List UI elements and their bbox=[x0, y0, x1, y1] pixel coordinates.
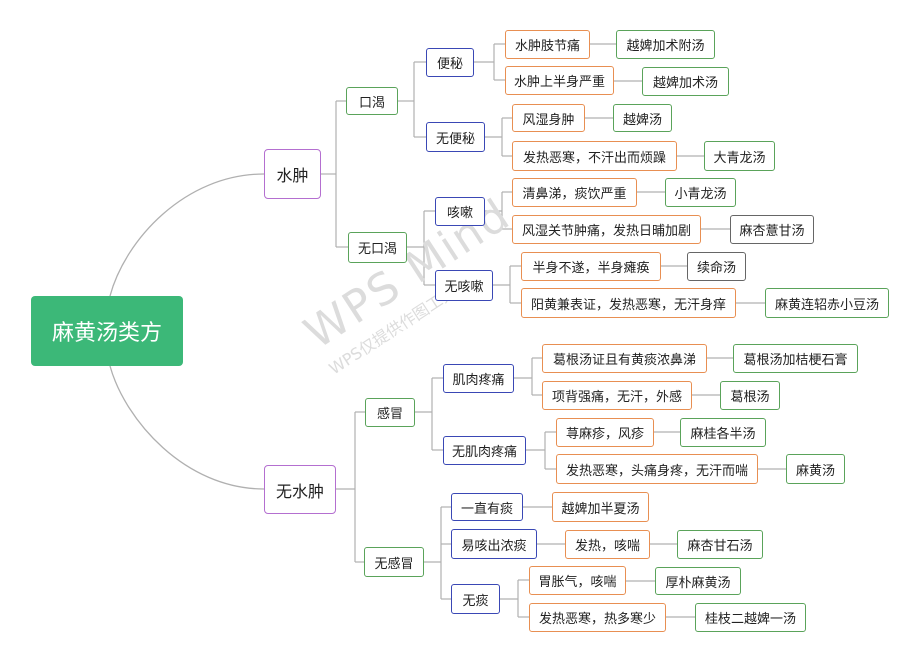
node-no-cough[interactable]: 无咳嗽 bbox=[435, 270, 493, 301]
formula-node[interactable]: 大青龙汤 bbox=[704, 141, 775, 171]
node-muscle-pain[interactable]: 肌肉疼痛 bbox=[443, 364, 514, 393]
symptom-node[interactable]: 项背强痛，无汗，外感 bbox=[542, 381, 692, 410]
formula-node[interactable]: 麻黄汤 bbox=[786, 454, 845, 484]
node-cold[interactable]: 感冒 bbox=[365, 398, 415, 427]
symptom-node[interactable]: 风湿身肿 bbox=[512, 104, 585, 132]
symptom-node[interactable]: 胃胀气，咳喘 bbox=[529, 566, 626, 595]
formula-node[interactable]: 越婢加术附汤 bbox=[616, 30, 715, 59]
symptom-node[interactable]: 发热恶寒，不汗出而烦躁 bbox=[512, 141, 677, 171]
node-no-thirst[interactable]: 无口渴 bbox=[348, 232, 407, 263]
root-node[interactable]: 麻黄汤类方 bbox=[31, 296, 183, 366]
symptom-node[interactable]: 阳黄兼表证，发热恶寒，无汗身痒 bbox=[521, 288, 736, 318]
formula-node[interactable]: 麻桂各半汤 bbox=[680, 418, 766, 447]
formula-node[interactable]: 小青龙汤 bbox=[665, 178, 736, 207]
node-thirst[interactable]: 口渴 bbox=[346, 87, 398, 115]
formula-node[interactable]: 厚朴麻黄汤 bbox=[655, 567, 741, 595]
formula-node[interactable]: 越婢汤 bbox=[613, 104, 672, 132]
symptom-node[interactable]: 风湿关节肿痛，发热日晡加剧 bbox=[512, 215, 701, 244]
symptom-node[interactable]: 葛根汤证且有黄痰浓鼻涕 bbox=[542, 344, 707, 373]
connector-line bbox=[109, 365, 265, 490]
node-persistent-phlegm[interactable]: 一直有痰 bbox=[451, 493, 523, 521]
node-cough[interactable]: 咳嗽 bbox=[435, 197, 485, 226]
node-constipation[interactable]: 便秘 bbox=[426, 48, 474, 77]
formula-node[interactable]: 麻杏甘石汤 bbox=[677, 530, 763, 559]
formula-node[interactable]: 葛根汤 bbox=[720, 381, 780, 410]
formula-node[interactable]: 葛根汤加桔梗石膏 bbox=[733, 344, 858, 373]
symptom-node[interactable]: 水肿肢节痛 bbox=[505, 30, 590, 59]
symptom-node[interactable]: 发热恶寒，头痛身疼，无汗而喘 bbox=[556, 454, 758, 484]
node-swelling[interactable]: 水肿 bbox=[264, 149, 321, 199]
node-no-swelling[interactable]: 无水肿 bbox=[264, 465, 336, 514]
symptom-node[interactable]: 荨麻疹，风疹 bbox=[556, 418, 654, 447]
connector-line bbox=[109, 173, 265, 297]
symptom-node[interactable]: 半身不遂，半身瘫痪 bbox=[521, 252, 661, 281]
symptom-node[interactable]: 清鼻涕，痰饮严重 bbox=[512, 178, 637, 207]
symptom-node[interactable]: 水肿上半身严重 bbox=[505, 66, 614, 95]
node-no-phlegm[interactable]: 无痰 bbox=[451, 584, 500, 614]
node-thick-phlegm[interactable]: 易咳出浓痰 bbox=[451, 529, 537, 559]
node-no-cold[interactable]: 无感冒 bbox=[364, 547, 424, 577]
formula-node[interactable]: 越婢加术汤 bbox=[642, 67, 729, 96]
node-no-muscle-pain[interactable]: 无肌肉疼痛 bbox=[443, 436, 526, 465]
symptom-node[interactable]: 越婢加半夏汤 bbox=[552, 492, 649, 522]
formula-node[interactable]: 续命汤 bbox=[687, 252, 746, 281]
formula-node[interactable]: 麻黄连轺赤小豆汤 bbox=[765, 288, 889, 318]
formula-node[interactable]: 麻杏薏甘汤 bbox=[730, 215, 814, 244]
formula-node[interactable]: 桂枝二越婢一汤 bbox=[695, 603, 806, 632]
node-no-constipation[interactable]: 无便秘 bbox=[426, 122, 485, 152]
symptom-node[interactable]: 发热，咳喘 bbox=[565, 530, 650, 559]
symptom-node[interactable]: 发热恶寒，热多寒少 bbox=[529, 603, 666, 632]
